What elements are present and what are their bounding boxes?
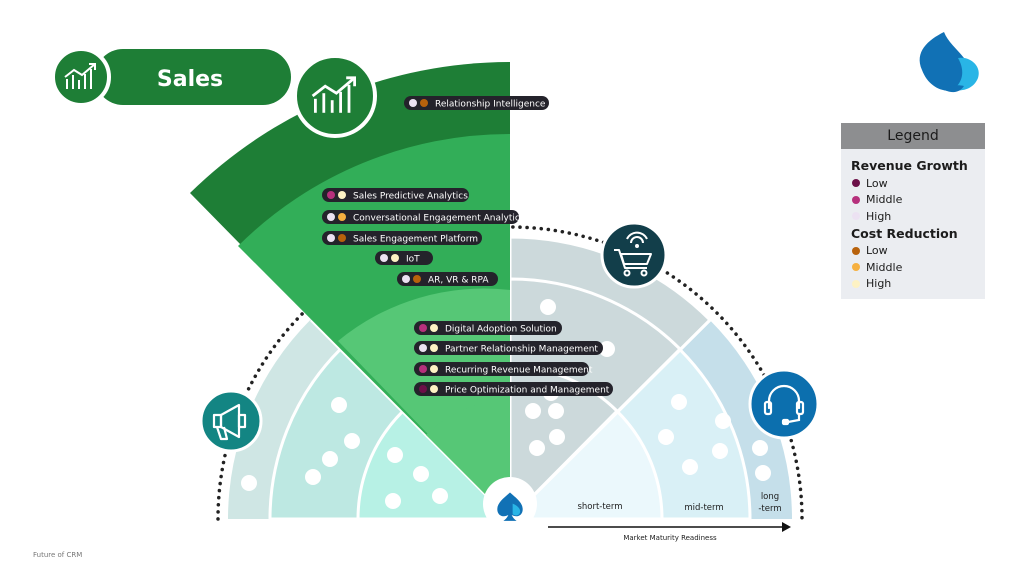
legend-dot: [852, 263, 860, 272]
pill-background: [414, 341, 603, 355]
legend-item: High: [851, 208, 975, 225]
technology-pill: Sales Engagement Platform: [322, 231, 482, 245]
pill-background: [322, 210, 519, 224]
technology-label: Partner Relationship Management: [445, 345, 598, 355]
technology-label: Sales Predictive Analytics: [353, 192, 468, 202]
legend-item: Low: [851, 243, 975, 260]
pill-background: [397, 272, 498, 286]
legend-dot: [852, 179, 860, 188]
spade-logo: [919, 32, 979, 93]
technology-pill: Relationship Intelligence: [404, 96, 549, 110]
commerce-dots: [525, 299, 771, 481]
maturity-axis-label: Market Maturity Readiness: [623, 534, 717, 542]
long-term-label-line2: -term: [758, 504, 781, 514]
revenue-growth-dot: [327, 234, 335, 242]
long-term-label-line1: long: [761, 492, 779, 502]
cost-reduction-dot: [413, 275, 421, 283]
megaphone-icon: [212, 403, 247, 441]
legend-dot: [852, 212, 860, 221]
sales-large-icon-circle: [293, 54, 377, 138]
technology-pill: Recurring Revenue Management: [414, 362, 593, 376]
short-term-label: short-term: [577, 502, 622, 512]
legend-item-label: Middle: [866, 260, 903, 274]
pill-background: [375, 251, 433, 265]
technology-pill: AR, VR & RPA: [397, 272, 498, 286]
service-icon-circle: [748, 368, 820, 440]
sales-header-bar: [95, 49, 291, 105]
revenue-growth-dot: [419, 385, 427, 393]
legend-item-label: Middle: [866, 193, 903, 207]
legend-item: Low: [851, 175, 975, 192]
technology-pill: Conversational Engagement Analytics: [322, 210, 525, 224]
technology-pill: Digital Adoption Solution: [414, 321, 562, 335]
revenue-growth-dot: [419, 324, 427, 332]
revenue-growth-dot: [380, 254, 388, 262]
cost-reduction-dot: [338, 213, 346, 221]
legend-dot: [852, 195, 860, 204]
maturity-axis-arrowhead: [782, 522, 791, 532]
revenue-growth-dot: [402, 275, 410, 283]
cost-reduction-dot: [430, 385, 438, 393]
legend-item: High: [851, 276, 975, 293]
technology-label: Digital Adoption Solution: [445, 325, 557, 335]
technology-pill: Sales Predictive Analytics: [322, 188, 469, 202]
technology-label: Recurring Revenue Management: [445, 366, 593, 376]
legend-group-title: Cost Reduction: [851, 225, 958, 241]
footer-text: Future of CRM: [33, 551, 83, 559]
sales-title: Sales: [157, 67, 223, 92]
shopping-cart-icon: [614, 231, 652, 277]
legend-item: Middle: [851, 259, 975, 276]
technology-pill: Partner Relationship Management: [414, 341, 603, 355]
revenue-growth-dot: [327, 213, 335, 221]
pill-background: [404, 96, 549, 110]
cost-reduction-dot: [430, 365, 438, 373]
cost-reduction-dot: [420, 99, 428, 107]
legend-item-label: Low: [866, 244, 888, 258]
pill-background: [414, 362, 589, 376]
technology-label: Price Optimization and Management: [445, 386, 610, 396]
legend-item-label: High: [866, 209, 892, 223]
revenue-growth-dot: [327, 191, 335, 199]
center-spade-logo: [497, 492, 523, 521]
headset-icon: [763, 384, 805, 426]
technology-label: Sales Engagement Platform: [353, 235, 478, 245]
marketing-dots: [241, 397, 448, 509]
technology-pill: Price Optimization and Management: [414, 382, 613, 396]
technology-label: Relationship Intelligence: [435, 100, 546, 110]
marketing-icon-circle: [199, 389, 263, 453]
pill-background: [322, 188, 469, 202]
revenue-growth-dot: [409, 99, 417, 107]
cost-reduction-dot: [338, 191, 346, 199]
mid-term-label: mid-term: [684, 503, 723, 513]
cost-reduction-dot: [391, 254, 399, 262]
pill-background: [322, 231, 482, 245]
legend-group-title: Revenue Growth: [851, 158, 968, 173]
legend-item-label: High: [866, 277, 892, 291]
revenue-growth-dot: [419, 344, 427, 352]
revenue-growth-dot: [419, 365, 427, 373]
technology-label: IoT: [406, 255, 420, 265]
sales-header-icon-circle: [51, 47, 111, 107]
pill-background: [414, 382, 613, 396]
legend-dot: [852, 246, 860, 255]
technology-label: Conversational Engagement Analytics: [353, 214, 525, 224]
cost-reduction-dot: [338, 234, 346, 242]
legend-dot: [852, 279, 860, 288]
growth-chart-icon: [64, 63, 96, 89]
technology-pill: IoT: [375, 251, 433, 265]
legend-title: Legend: [841, 123, 985, 149]
cost-reduction-dot: [430, 344, 438, 352]
pill-background: [414, 321, 562, 335]
growth-chart-icon: [311, 76, 356, 113]
legend-item-label: Low: [866, 176, 888, 190]
technology-label: AR, VR & RPA: [428, 276, 489, 286]
cost-reduction-dot: [430, 324, 438, 332]
legend-item: Middle: [851, 192, 975, 209]
